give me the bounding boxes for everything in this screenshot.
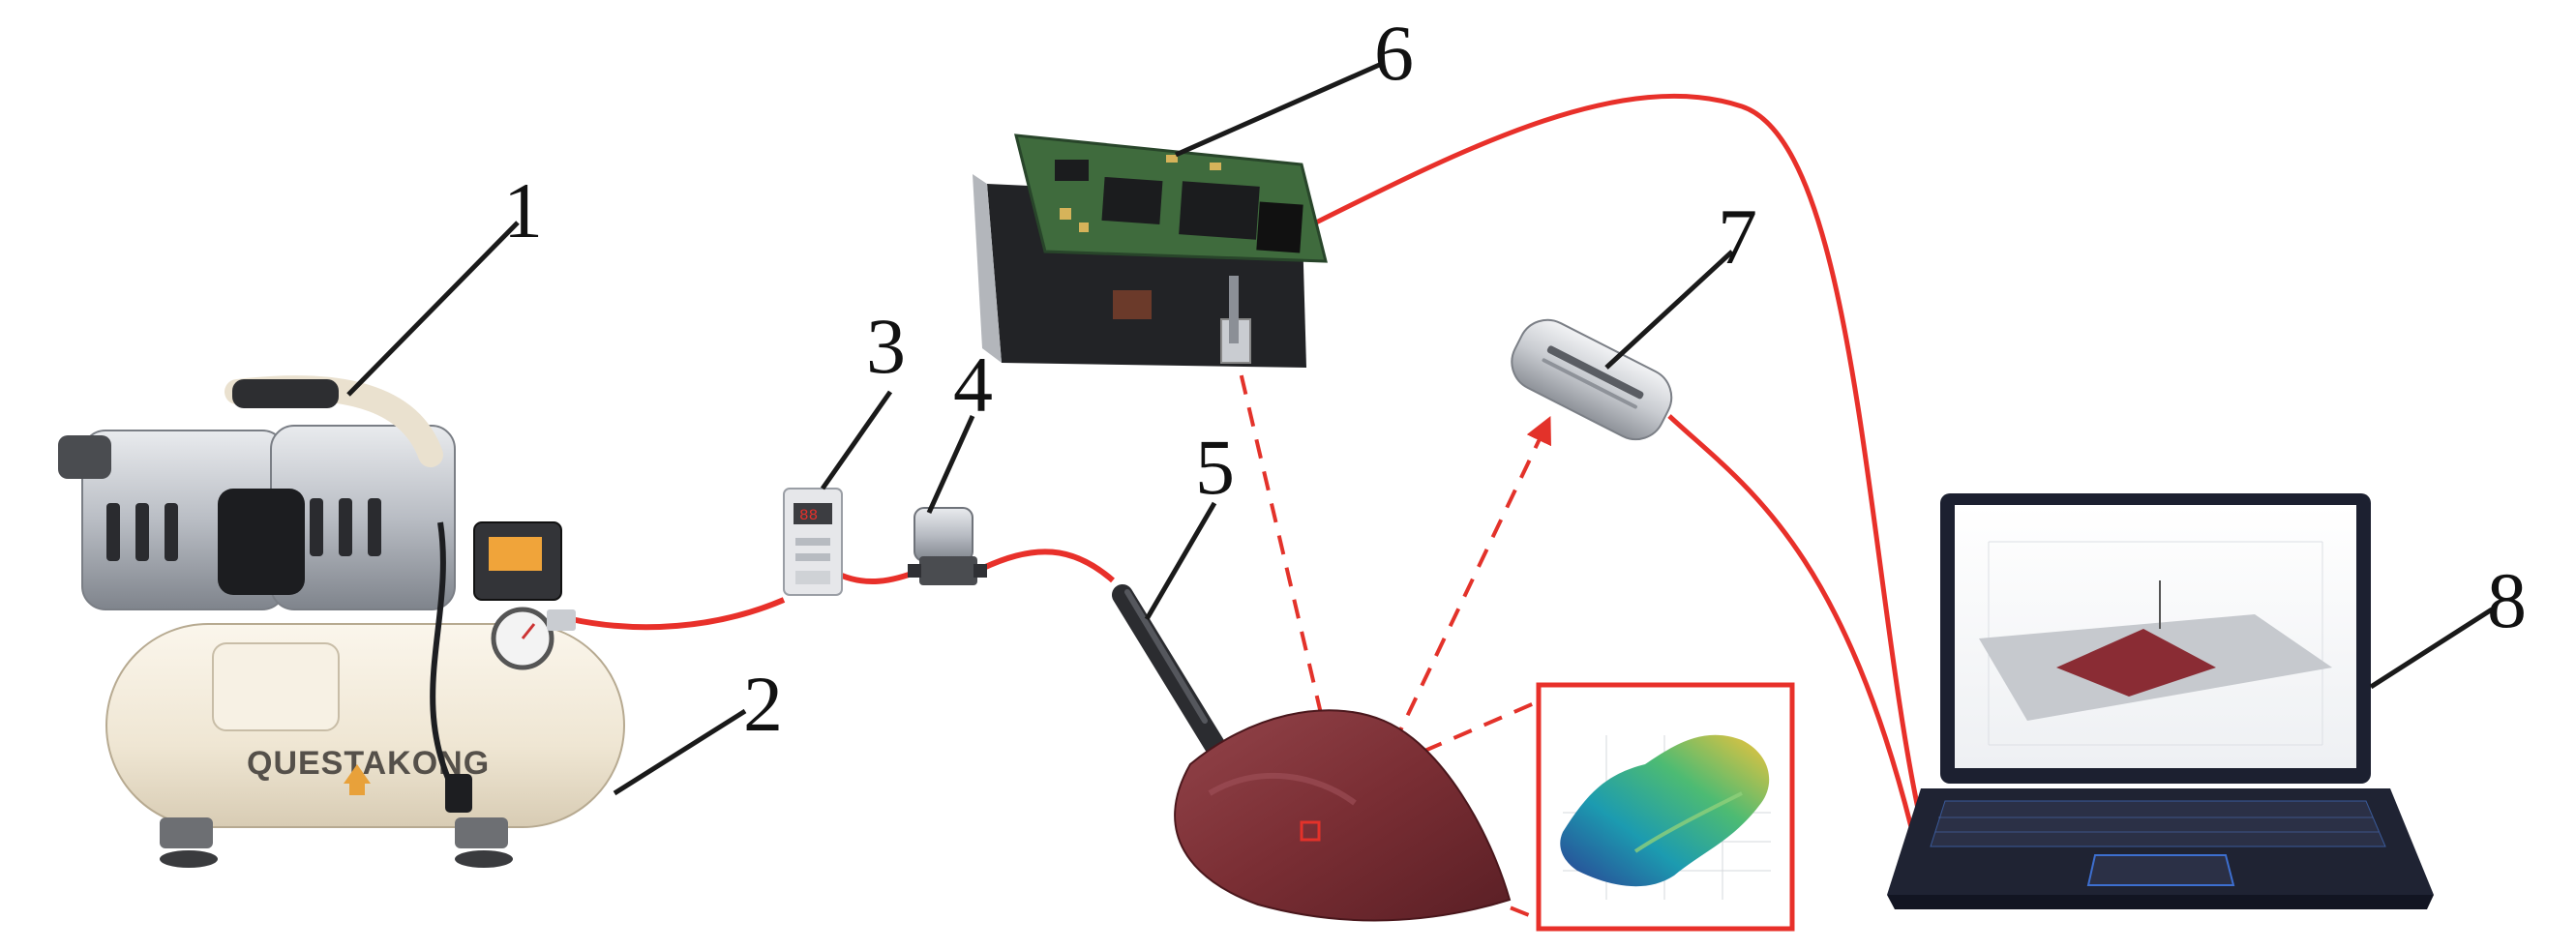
air-hose-valve-nozzle xyxy=(975,549,1115,583)
label-7: 7 xyxy=(1718,193,1757,281)
leader-2 xyxy=(613,708,747,796)
leader-7 xyxy=(1604,250,1734,370)
tissue-sample-icon xyxy=(1174,709,1512,922)
reflected-beam-camera xyxy=(1392,415,1551,746)
solenoid-valve-icon xyxy=(908,507,987,585)
leader-6 xyxy=(1174,60,1386,158)
label-5: 5 xyxy=(1195,423,1235,511)
measurement-roi xyxy=(1300,820,1321,842)
laser-beam-projector xyxy=(1232,342,1339,760)
leader-lines xyxy=(346,60,2494,796)
label-6: 6 xyxy=(1374,9,1414,97)
leader-8 xyxy=(2369,607,2494,690)
part-labels: 1 2 3 4 5 6 7 8 xyxy=(503,9,2527,748)
svg-text:88: 88 xyxy=(799,507,818,524)
leader-1 xyxy=(346,221,520,397)
laptop-icon xyxy=(1887,493,2434,909)
air-nozzle-icon xyxy=(1112,584,1225,756)
leader-4 xyxy=(926,414,975,515)
leader-3 xyxy=(820,390,893,490)
cables xyxy=(570,93,1924,828)
inset-zoom-line-top xyxy=(1393,699,1540,766)
air-compressor-icon: QUESTAKONG xyxy=(58,375,625,868)
laser-projector-board-icon xyxy=(973,134,1328,368)
label-2: 2 xyxy=(743,660,783,748)
line-camera-icon xyxy=(1511,318,1673,441)
air-hose-compressor-regulator xyxy=(570,597,786,631)
label-3: 3 xyxy=(866,302,906,390)
cable-camera-laptop xyxy=(1667,414,1914,828)
pressure-regulator-icon: 88 xyxy=(783,488,843,596)
label-4: 4 xyxy=(953,341,993,429)
label-1: 1 xyxy=(503,166,543,254)
cable-projector-laptop xyxy=(1314,93,1924,823)
3d-surface-plot-icon xyxy=(1536,682,1795,932)
leader-5 xyxy=(1144,501,1217,621)
label-8: 8 xyxy=(2487,556,2527,644)
